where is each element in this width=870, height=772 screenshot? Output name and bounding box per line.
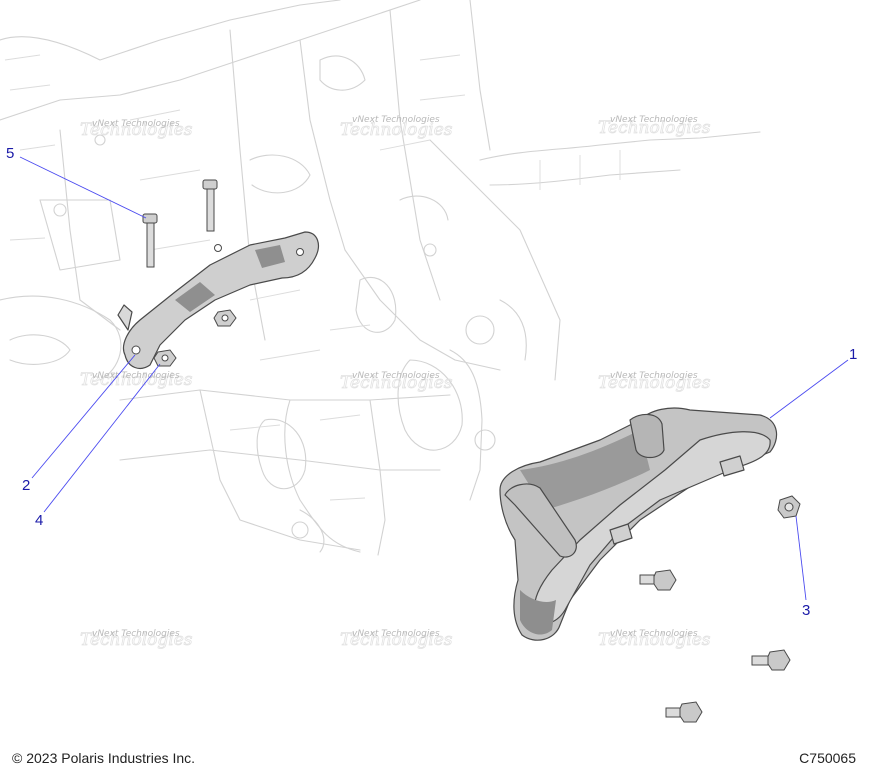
- watermark-text: vNext Technologies: [610, 115, 698, 125]
- leader-5: [19, 156, 147, 219]
- watermark-text: Technologies: [598, 373, 711, 393]
- watermark-group: Technologies vNext Technologies Technolo…: [80, 115, 712, 650]
- callout-4: 4: [35, 512, 43, 529]
- leader-3: [795, 515, 807, 601]
- watermark-text: vNext Technologies: [92, 629, 180, 639]
- watermark-text: Technologies: [80, 370, 193, 390]
- watermark-text: Technologies: [340, 373, 453, 393]
- watermark-text: Technologies: [598, 630, 711, 650]
- callout-leaders: [19, 156, 849, 601]
- callout-2: 2: [22, 477, 30, 494]
- watermark-text: Technologies: [598, 118, 711, 138]
- leader-2: [31, 354, 136, 479]
- callout-labels: 1 2 3 4 5: [6, 145, 857, 619]
- watermark-text: vNext Technologies: [352, 371, 440, 381]
- figure-id: C750065: [799, 750, 856, 766]
- callout-3: 3: [802, 602, 810, 619]
- front-bumper-assembly: [499, 407, 778, 641]
- watermark-text: vNext Technologies: [352, 115, 440, 125]
- bracket-bolt: [142, 179, 218, 268]
- watermark-text: Technologies: [340, 630, 453, 650]
- watermark-text: vNext Technologies: [92, 119, 180, 129]
- callout-5: 5: [6, 145, 14, 162]
- bracket-nut: [153, 309, 237, 367]
- watermark-text: Technologies: [340, 120, 453, 140]
- watermark-text: vNext Technologies: [92, 371, 180, 381]
- mount-bracket: [117, 231, 319, 369]
- leader-1: [769, 359, 849, 419]
- chassis-frame-outline: [0, 0, 761, 556]
- callout-1: 1: [849, 346, 857, 363]
- leader-4: [43, 363, 161, 513]
- watermark-text: vNext Technologies: [610, 629, 698, 639]
- watermark-text: vNext Technologies: [610, 371, 698, 381]
- watermark-text: Technologies: [80, 630, 193, 650]
- copyright-notice: © 2023 Polaris Industries Inc.: [12, 750, 196, 766]
- watermark-text: vNext Technologies: [352, 629, 440, 639]
- watermark-text: Technologies: [80, 120, 193, 140]
- bumper-bolt: [639, 495, 801, 723]
